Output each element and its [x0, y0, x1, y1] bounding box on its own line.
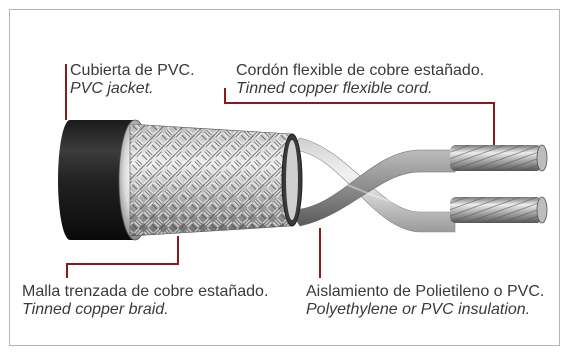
leader-lines	[65, 64, 495, 278]
callout-conductor: Cordón flexible de cobre estañado. Tinne…	[236, 62, 484, 98]
tinned-copper-cords	[450, 144, 548, 224]
callout-braid-es: Malla trenzada de cobre estañado.	[22, 283, 269, 300]
leader-braid	[66, 236, 179, 278]
callout-braid: Malla trenzada de cobre estañado. Tinned…	[22, 283, 268, 319]
callout-insulation: Aislamiento de Polietileno o PVC. Polyet…	[306, 283, 544, 319]
callout-insulation-en: Polyethylene or PVC insulation.	[306, 301, 531, 318]
insulated-conductors	[289, 137, 456, 233]
callout-conductor-es: Cordón flexible de cobre estañado.	[236, 62, 485, 79]
callout-jacket: Cubierta de PVC. PVC jacket.	[70, 62, 195, 98]
callout-conductor-en: Tinned copper flexible cord.	[236, 80, 433, 97]
callout-insulation-es: Aislamiento de Polietileno o PVC.	[306, 283, 545, 300]
leader-conductor	[224, 88, 495, 145]
callout-jacket-en: PVC jacket.	[70, 80, 154, 97]
copper-braid	[129, 123, 303, 237]
callout-braid-en: Tinned copper braid.	[22, 301, 169, 318]
callout-jacket-es: Cubierta de PVC.	[70, 62, 195, 79]
